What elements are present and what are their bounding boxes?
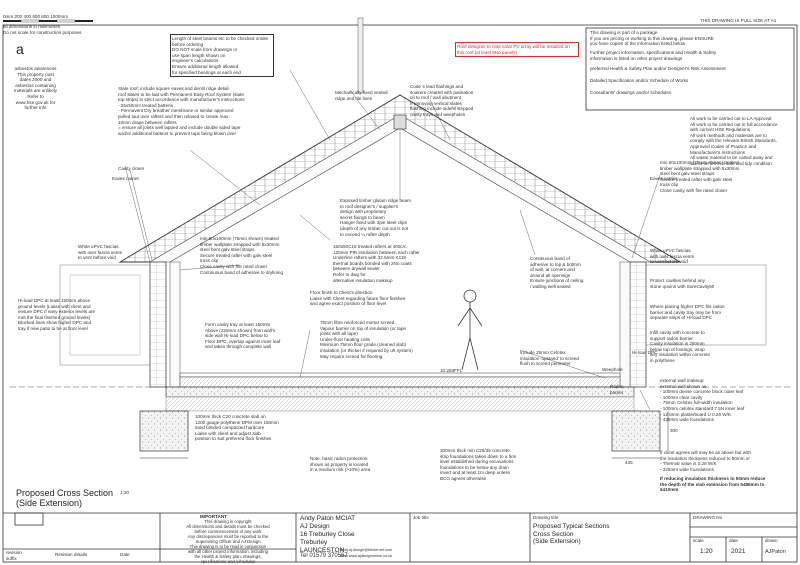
title-block-frames <box>3 27 797 562</box>
roof-slate-note: Slate roof; include square eaves and den… <box>118 86 245 136</box>
flue <box>357 17 364 94</box>
dpc-right-note: Where placing higher DPC fits radon barr… <box>650 304 725 321</box>
drawn-value: AJPaton <box>765 549 786 555</box>
continuous-band-note: Continuous band of adhesive to top & bot… <box>530 256 584 289</box>
date-label: date <box>729 538 738 543</box>
code4-lead-note: Code 4 lead flashings and soakers create… <box>410 84 474 117</box>
radon-note: Note: basic radon protection shown as pr… <box>310 456 371 473</box>
website-link[interactable]: Web www.ajdesignonline.co.uk <box>340 554 393 558</box>
general-note-4: Detailed Specification and/or Schedule o… <box>590 78 689 83</box>
asbestos-letter: a <box>16 41 24 57</box>
pv-warning-note: Roof designer to note solar PV array wil… <box>455 42 579 58</box>
date-value: 2021 <box>731 548 746 555</box>
drawing-title-label: Drawing title <box>533 515 559 520</box>
cavity-fill-note: Infill cavity with concrete to support r… <box>650 330 711 363</box>
length-check-note: Length of steel beams etc to be checked … <box>170 34 274 78</box>
ridge-beam-note: Exposed timber glulam ridge beam to roof… <box>340 198 411 237</box>
scale-label: scale <box>693 538 704 543</box>
ridge-beam <box>393 114 407 130</box>
address-line-2: Treburley <box>300 539 328 546</box>
floor-slab <box>10 372 790 412</box>
sheet-size-note: THIS DRAWING IS FULL SIZE AT A1 <box>700 18 777 23</box>
revision-suffix-label: revision suffix <box>6 550 22 561</box>
drawing-number-label: DRAWING No <box>693 515 723 520</box>
eaves-carrier-left: Eaves carrier <box>112 176 140 181</box>
walls <box>59 261 767 388</box>
view-title-line2: (Side Extension) <box>16 498 83 508</box>
general-note-5: Consultants' drawings and/or schedules <box>590 90 672 95</box>
fascia-right-note: White uPVC fascias with over fascia vent… <box>650 248 694 265</box>
cavity-tray-note: Form cavity tray at least 150mm Above (2… <box>205 322 281 350</box>
email-address[interactable]: andy.aj.design@btinternet.com <box>340 548 393 552</box>
wall-makeup-note: external wall makeup: external wall show… <box>660 378 745 423</box>
drawn-label: drawn <box>765 538 778 543</box>
roof <box>118 17 682 263</box>
insulation-option-note: If client agrees will may be as above bu… <box>660 450 751 472</box>
asbestos-note: asbestos awareness This property post da… <box>13 66 58 111</box>
dpc-left-note: Hi-load DPC at least 150mm above ground … <box>18 298 96 331</box>
scale-value: 1:20 <box>700 548 713 555</box>
floor-level-dimension: 10.283FFL <box>440 368 463 373</box>
eaves-carrier-right: Eaves carrier <box>650 176 678 181</box>
human-figure <box>457 289 483 371</box>
revision-details-label: Revision details <box>55 552 88 557</box>
important-text: This drawing is copyright All dimensions… <box>186 519 270 564</box>
company-name: AJ Design <box>300 523 330 530</box>
floor-buildup-note: 75mm fibre reinforced mortar screed Vapo… <box>320 320 413 359</box>
scale-bar-label: 0mm 200 400 600 800 1000mm <box>3 14 69 19</box>
foundation-note: 300mm thick min C25/35 concrete strip fo… <box>440 448 517 481</box>
reduce-thickness-note: If reducing insulation thickness to 50mm… <box>660 476 766 493</box>
weephole-label: Weephole <box>602 367 623 372</box>
foundation-width-dimension: 435 <box>625 460 633 465</box>
hiload-dpc-label: Hi-load DPC <box>632 350 658 355</box>
foundation-depth-dimension: 300 <box>670 428 678 433</box>
radon-barrier-label: Radon barrier <box>610 384 624 395</box>
floor-finish-note: Floor finish to Client's direction Liais… <box>310 290 406 307</box>
general-note-2: Further project information, specificati… <box>590 50 717 61</box>
celotex-upstand-note: Include 25mm Celotex insulation 'upstand… <box>520 350 579 367</box>
scale-note: all dimensions in millimetres Do not sca… <box>3 24 82 35</box>
ridge-note: Mechanically fixed vented ridge and tile… <box>335 90 388 101</box>
general-note-1: This drawing is part of a package If you… <box>590 30 714 47</box>
wallplate-right-note: min 50x100mm (75mm shown) treated timber… <box>660 160 740 193</box>
general-note-6: All work to be carried out to LA Approva… <box>690 116 778 166</box>
phone-number: Tel 01579 370567 <box>300 553 348 559</box>
view-title-scale: 1:20 <box>120 490 129 495</box>
address-line-1: 16 Treburley Close <box>300 531 355 538</box>
revision-date-label: Date <box>120 552 130 557</box>
view-title-line1: Proposed Cross Section <box>16 488 114 498</box>
fascia-left-note: White uPVC fascias with over fascia vent… <box>78 244 122 261</box>
leader-lines <box>124 69 661 411</box>
wallplate-left-note: min 50x100mm (75mm shown) treated timber… <box>200 236 283 275</box>
address-line-3: LAUNCESTON <box>300 547 345 554</box>
important-heading: IMPORTANT <box>200 514 227 519</box>
cavity-closer-label: Cavity closer <box>118 166 145 171</box>
rafter-note: 150x50C16 treated rafters at 400c/c 120m… <box>333 244 420 283</box>
job-title-label: Job title <box>413 515 429 520</box>
general-note-3: preferred Health & Safety Plan and/or De… <box>590 66 726 71</box>
stone-quoin-note: Protect cavities behind any stone quoins… <box>650 278 715 289</box>
ground-slab-note: 100mm thick C20 concrete slab on 1200 ga… <box>195 414 279 442</box>
foundations <box>139 410 669 459</box>
scale-bar <box>3 19 93 23</box>
sheet-border <box>2 24 798 563</box>
drawing-title: Proposed Typical Sections Cross Section … <box>533 523 610 545</box>
designer-name: Andy Paton MCIAT <box>300 515 356 522</box>
